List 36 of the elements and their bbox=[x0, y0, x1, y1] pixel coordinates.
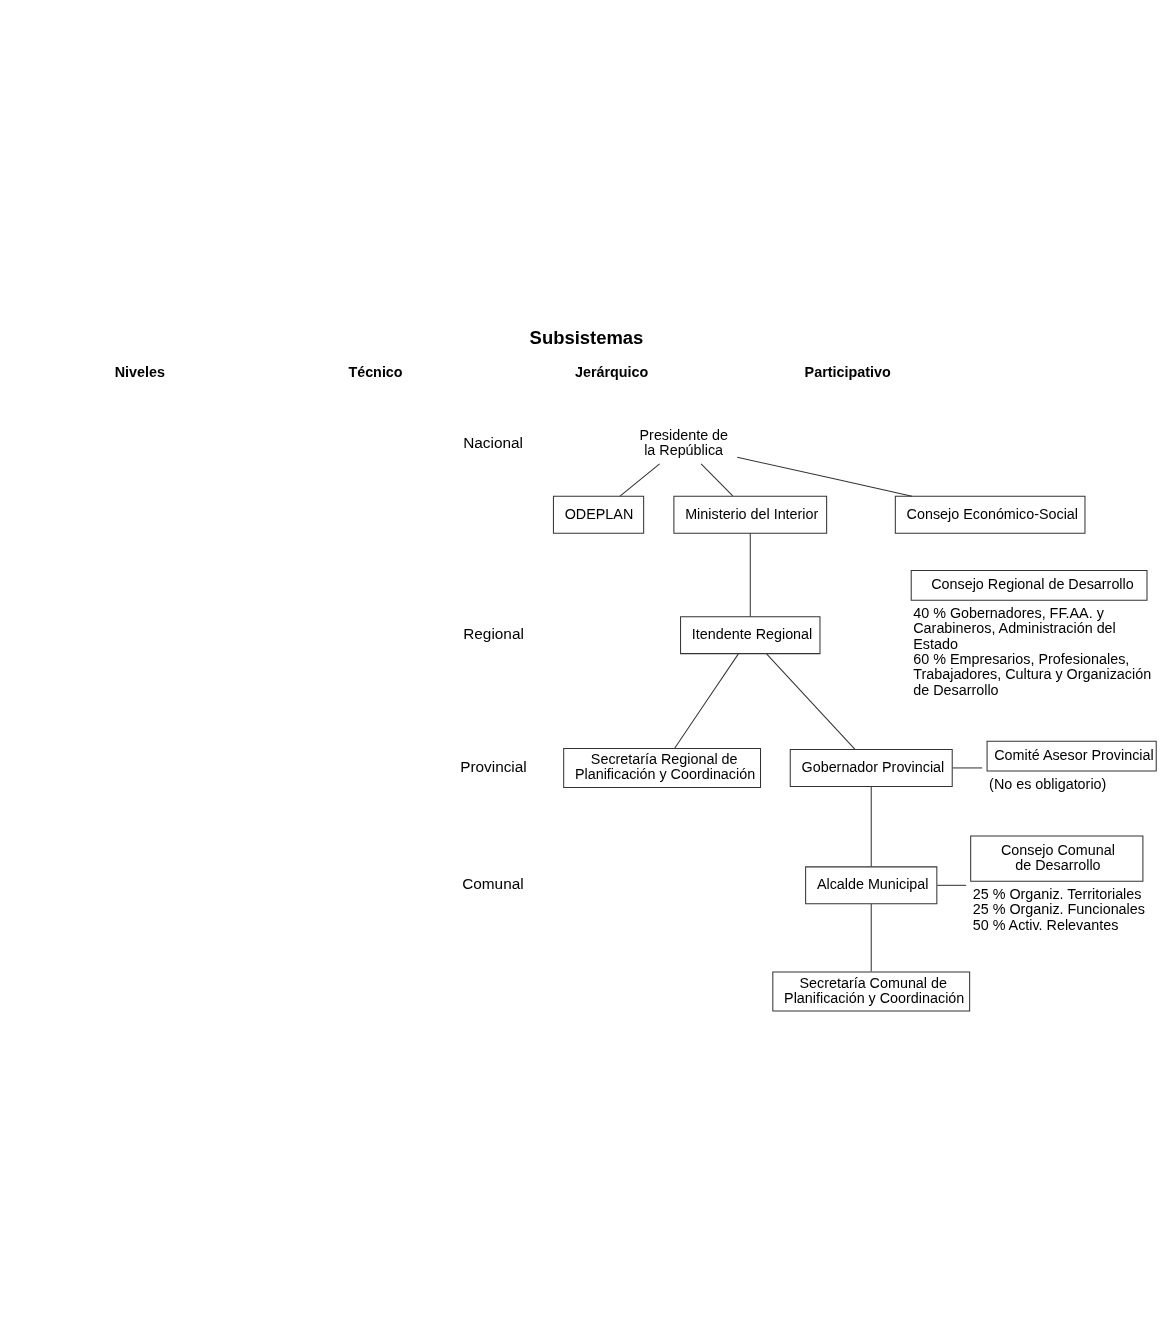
node-box: Comité Asesor Provincial bbox=[986, 740, 1157, 772]
node-box: Secretaría Regional de Planificación y Coordinación bbox=[562, 747, 761, 788]
connector bbox=[619, 462, 660, 497]
label: Técnico bbox=[347, 363, 403, 380]
label: Provincial bbox=[459, 757, 527, 775]
node-box: Consejo Regional de Desarrollo bbox=[910, 569, 1147, 601]
node-label: 25 % Organiz. Territoriales bbox=[972, 885, 1141, 902]
label: Regional bbox=[462, 624, 524, 642]
connector bbox=[870, 903, 872, 972]
connector bbox=[673, 652, 739, 749]
node-box: Ministerio del Interior bbox=[672, 495, 827, 534]
node-box: Consejo Económico-Social bbox=[894, 495, 1085, 534]
connector bbox=[700, 462, 733, 496]
connector bbox=[951, 766, 983, 768]
label: Nacional bbox=[462, 433, 523, 451]
label: Participativo bbox=[804, 363, 891, 380]
node-box: Itendente Regional bbox=[679, 615, 820, 654]
connector bbox=[736, 456, 913, 497]
connector bbox=[936, 884, 967, 886]
node-label: 60 % Empresarios, Profesionales, Trabajadores, Cultura y Organización de Desarrollo bbox=[912, 650, 1151, 698]
label: Jerárquico bbox=[574, 363, 648, 380]
node-label: (No es obligatorio) bbox=[988, 775, 1106, 792]
label: Niveles bbox=[114, 363, 165, 380]
label: Comunal bbox=[461, 874, 524, 892]
node-box: Alcalde Municipal bbox=[804, 865, 937, 904]
node-box: Consejo Comunal de Desarrollo bbox=[969, 835, 1143, 882]
node-box: Gobernador Provincial bbox=[789, 748, 953, 787]
node-box: ODEPLAN bbox=[552, 495, 644, 534]
node-label: 40 % Gobernadores, FF.AA. y Carabineros, Administración del Estado bbox=[912, 604, 1116, 652]
diagram-title: Subsistemas bbox=[529, 326, 643, 348]
connector bbox=[765, 652, 855, 750]
node-box: Secretaría Comunal de Planificación y Coordinación bbox=[771, 970, 970, 1011]
node-label: 50 % Activ. Relevantes bbox=[972, 916, 1118, 933]
connector bbox=[749, 532, 751, 617]
connector bbox=[870, 785, 872, 867]
node-text: Presidente de la República bbox=[639, 426, 728, 458]
